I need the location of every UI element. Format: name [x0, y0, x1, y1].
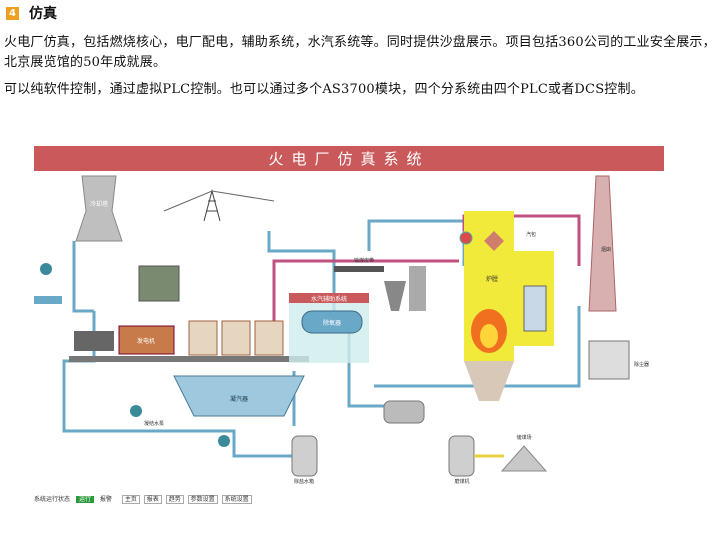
exciter [74, 331, 114, 351]
section-header: 4 仿真 [6, 4, 57, 22]
condensate-pump-icon [130, 405, 142, 417]
nav-report[interactable]: 报表 [143, 495, 162, 504]
diagram-banner: 火电厂仿真系统 [34, 146, 664, 171]
circulation-pump-icon [218, 435, 230, 447]
status-item: 系统运行状态 [34, 496, 71, 503]
coal-mill-1 [384, 281, 406, 311]
deaerator-label: 除氧器 [323, 319, 341, 327]
coal-belt-label: 输煤皮带 [354, 257, 374, 264]
coal-belt [334, 266, 384, 272]
aux-system-header [289, 293, 369, 303]
transmission-tower-icon [163, 189, 275, 222]
dust-collector-icon [588, 340, 630, 380]
turbine-cylinders [188, 320, 284, 356]
coal-yard-label: 储煤场 [516, 434, 531, 441]
cooling-tower: 冷却塔 [75, 175, 123, 242]
section-title: 仿真 [29, 6, 57, 22]
cooling-pipe [72, 241, 94, 313]
ash-hopper [464, 361, 514, 401]
control-paragraph: 可以纯软件控制，通过虚拟PLC控制。也可以通过多个AS3700模块，四个分系统由… [4, 82, 644, 97]
status-alarm: 报警 [99, 496, 112, 503]
generator-icon [118, 325, 175, 355]
tank-2-icon: 磨煤机 [448, 435, 475, 485]
svg-text:磨煤机: 磨煤机 [454, 478, 469, 485]
nav-settings[interactable]: 系统设置 [221, 495, 252, 504]
condenser-icon [173, 375, 305, 417]
drum-label: 汽包 [526, 231, 536, 238]
aux-system-label: 水汽辅助系统 [311, 295, 347, 303]
economizer-icon [523, 285, 547, 332]
status-run: 运行 [75, 496, 94, 503]
generator-label: 发电机 [137, 337, 155, 345]
intro-paragraph: 火电厂仿真，包括燃烧核心，电厂配电，辅助系统，水汽系统等。同时提供沙盘展示。项目… [4, 35, 716, 70]
section-number: 4 [6, 6, 19, 20]
cooling-tower-label: 冷却塔 [90, 200, 108, 208]
cooling-pump-icon [40, 263, 52, 275]
feed-pipe [154, 429, 314, 458]
coal-mill-2 [409, 266, 426, 311]
main-water-pipe [267, 231, 336, 331]
coal-yard-icon [500, 445, 548, 472]
nav-home[interactable]: 主页 [121, 495, 140, 504]
pump-label: 凝结水泵 [144, 420, 164, 427]
dust-collector-label: 除尘器 [634, 361, 649, 368]
chimney-icon [588, 175, 617, 312]
fire-core [480, 324, 498, 348]
status-bar: 系统运行状态 运行 报警 主页 报表 趋势 参数设置 系统设置 [34, 494, 664, 508]
boiler-drum-icon [459, 231, 473, 245]
power-plant-diagram: 火电厂仿真系统 冷却塔 [34, 146, 664, 511]
top-water-pipe [367, 219, 466, 266]
nav-trend[interactable]: 趋势 [165, 495, 184, 504]
condenser-label: 凝汽器 [230, 395, 248, 403]
transformer-icon [138, 265, 180, 302]
svg-text:除盐水箱: 除盐水箱 [294, 478, 314, 485]
superheater-coil [484, 231, 504, 251]
plant-schematic: 冷却塔 发电机 凝汽器 凝结水泵 水汽辅助系统 除氧器 [34, 175, 649, 485]
nav-params[interactable]: 参数设置 [187, 495, 218, 504]
tank-1-icon: 除盐水箱 [291, 435, 318, 485]
air-preheater [383, 400, 425, 424]
furnace-label: 炉膛 [486, 275, 498, 283]
steam-pipe-1 [272, 259, 459, 331]
chimney-label: 烟囱 [601, 246, 611, 253]
pool [34, 296, 62, 304]
deaerator-icon [301, 310, 363, 334]
turbine-shaft [69, 356, 309, 362]
